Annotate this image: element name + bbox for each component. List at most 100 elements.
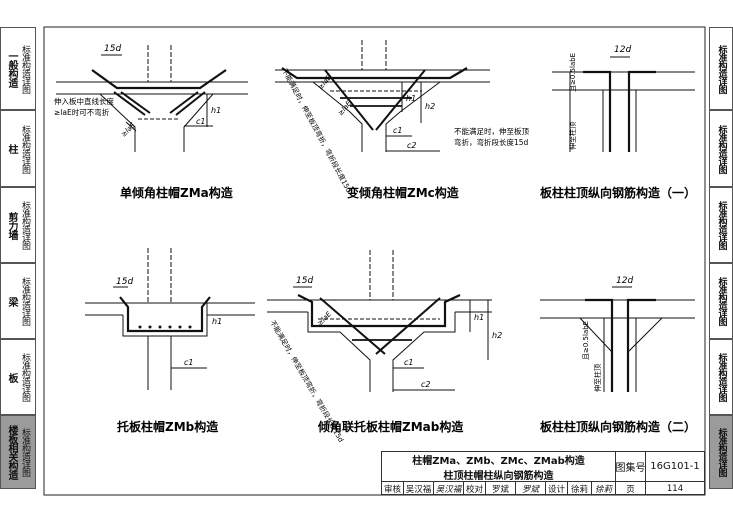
tab-beam-title: 梁 [6,296,17,306]
col2-bar-right [626,298,656,392]
col1-12d-label: 12d [614,45,631,55]
col2-side-note: 伸至柱顶 [593,364,602,392]
tab-slab-related-title: 楼板相关构造 [6,425,17,479]
zmab-caption: 倾角联托板柱帽ZMab构造 [317,419,464,434]
zmb-15d-label: 15d [116,277,133,287]
zmab-cap-left [307,312,371,392]
zmab-bar-top [297,294,461,328]
tab-beam-sub: 标准构造详图 [20,277,30,325]
zmc-cap-right [385,81,441,152]
col2-side-label: 且≥0.5labE [582,321,590,360]
tab-column[interactable]: 柱 标准构造详图 [0,110,36,187]
right-tab-4-label: 标准构造详图 [716,277,727,325]
zma-cap-right [183,93,214,152]
zma-caption: 单倾角柱帽ZMa构造 [120,185,234,200]
tab-general[interactable]: 一般构造 标准构造详图 [0,27,36,110]
right-tab-2-label: 标准构造详图 [716,124,727,173]
review-label: 审核 [382,482,404,495]
tab-column-sub: 标准构造详图 [20,124,30,173]
zmb-h1-label: h1 [212,317,222,326]
zmb-bar-dots [138,325,192,329]
col2-bent-left [579,317,613,353]
zmc-c1-label: c1 [393,126,403,135]
check-name: 罗斌 [486,482,516,495]
col2-12d-label: 12d [616,276,633,286]
right-tab-5-label: 标准构造详图 [716,353,727,401]
zma-bar-d1 [113,91,146,116]
col2-bent-right [627,317,663,353]
page-number: 114 [666,483,684,494]
tab-slab-related[interactable]: 楼板相关构造 标准构造详图 [0,415,36,489]
tab-slab-related-sub: 标准构造详图 [20,428,30,476]
atlas-number: 16G101-1 [650,461,700,472]
col2-bar-left [585,298,614,392]
tab-general-title: 一般构造 [6,50,17,87]
zma-cap-left [99,93,136,152]
col2-caption: 板柱柱顶纵向钢筋构造（二） [540,419,696,434]
zma-15d-label: 15d [104,44,121,54]
tab-slab-title: 板 [6,372,17,382]
zmab-cap-right [392,312,456,392]
zma-note-2: ≥laE时可不弯折 [54,107,110,117]
zma-bar-d3 [175,91,206,116]
zmc-caption: 变倾角柱帽ZMc构造 [347,185,460,200]
tab-slab-sub: 标准构造详图 [20,353,30,401]
right-tab-6-label: 标准构造详图 [716,428,727,476]
zma-note-1: 伸入板中直线长度 [54,96,114,106]
title-line-1: 柱帽ZMa、ZMb、ZMc、ZMab构造 [412,455,585,467]
tab-column-title: 柱 [6,144,17,153]
zma-c1-label: c1 [196,117,206,126]
zmab-c1-label: c1 [404,358,414,367]
tab-beam[interactable]: 梁 标准构造详图 [0,263,36,339]
tab-shearwall-sub: 标准构造详图 [20,201,30,249]
zmc-cap-left [312,81,363,152]
left-sidebar: 一般构造 标准构造详图 柱 标准构造详图 剪力墙 标准构造详图 梁 标准构造详图… [0,27,36,489]
figure-col2 [540,286,695,392]
zmc-h1-label: h1 [406,94,416,103]
title-cell: 柱帽ZMa、ZMb、ZMc、ZMab构造 柱顶柱帽柱纵向钢筋构造 [382,452,616,482]
design-sign: 徐莉 [592,482,616,495]
zmb-c1-label: c1 [184,358,194,367]
figure-col1 [552,56,695,152]
tab-shearwall[interactable]: 剪力墙 标准构造详图 [0,187,36,263]
zmc-bar-d1 [324,69,374,131]
zmab-bar-d2 [375,297,441,355]
right-tab-1-label: 标准构造详图 [716,44,727,93]
col1-caption: 板柱柱顶纵向钢筋构造（一） [540,185,696,200]
title-line-2: 柱顶柱帽柱纵向钢筋构造 [443,470,554,482]
zmc-note-2: 弯折，弯折段长度15d [454,137,529,147]
zma-bar-d2 [120,91,151,114]
zmc-bar-top [281,67,468,80]
title-block: 柱帽ZMa、ZMb、ZMc、ZMab构造 柱顶柱帽柱纵向钢筋构造 图集号 16G… [381,451,705,495]
right-tab-3-label: 标准构造详图 [716,201,727,249]
right-sidebar: 标准构造详图 标准构造详图 标准构造详图 标准构造详图 标准构造详图 标准构造详… [709,27,733,489]
page-label: 页 [616,482,646,495]
col1-bar-right [627,70,656,152]
zma-bar-d4 [169,91,199,114]
drawing-frame [43,26,706,496]
col1-side-note: 伸至柱顶 [568,122,577,150]
zmb-drop [122,315,208,337]
zmab-h2-label: h2 [492,331,502,340]
zmb-caption: 托板柱帽ZMb构造 [117,419,219,434]
figure-zmb [85,248,255,390]
zmb-bar [119,296,211,333]
design-label: 设计 [546,482,568,495]
zmab-h1-label: h1 [474,313,484,322]
review-name: 吴汉福 [404,482,434,495]
figure-zma [56,45,248,152]
zmc-note-1: 不能满足时，伸至板顶 [454,126,529,136]
review-sign: 吴汉福 [434,482,464,495]
atlas-label: 图集号 [616,452,646,481]
tab-general-sub: 标准构造详图 [20,44,30,93]
tab-shearwall-title: 剪力墙 [6,211,17,239]
zmc-c2-label: c2 [407,141,417,150]
zmc-h2-label: h2 [425,102,435,111]
zmab-c2-label: c2 [421,380,431,389]
col1-bar-left [583,70,612,152]
design-name: 徐莉 [568,482,592,495]
tab-slab[interactable]: 板 标准构造详图 [0,339,36,415]
zmab-15d-label: 15d [296,276,313,286]
check-sign: 罗斌 [516,482,546,495]
